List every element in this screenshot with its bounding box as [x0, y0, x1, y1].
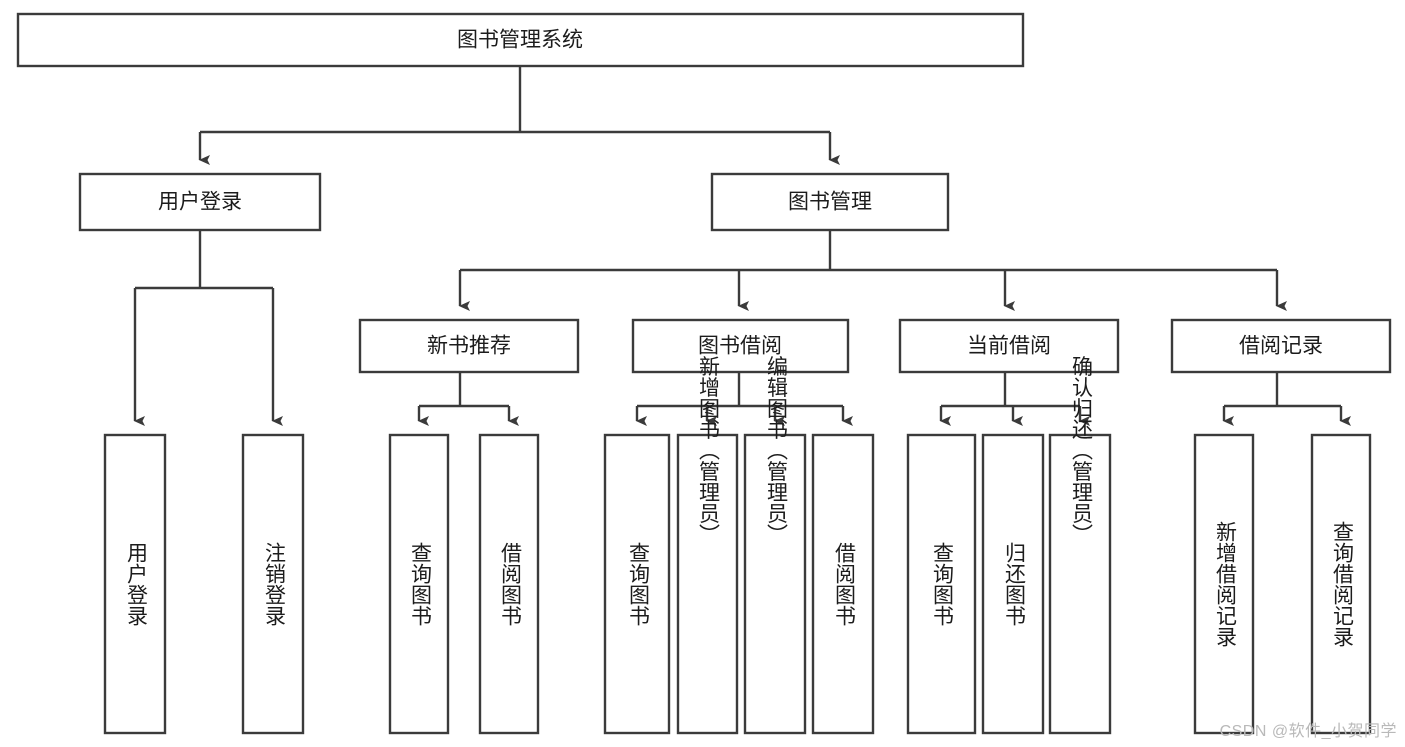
node-leaf-query-book-1-box[interactable]	[388, 433, 450, 735]
node-leaf-edit-book-label: 编辑图书（管理员）	[764, 356, 788, 545]
node-root-label: 图书管理系统	[457, 29, 583, 52]
node-leaf-return-book-label: 归还图书	[1002, 542, 1026, 626]
node-root-box[interactable]	[16, 12, 1025, 68]
node-leaf-confirm-return-label: 确认归还（管理员）	[1069, 356, 1093, 545]
node-book-manage-box[interactable]	[710, 172, 950, 232]
node-leaf-logout-box[interactable]	[241, 433, 305, 735]
node-book-borrow[interactable]: 图书借阅	[631, 318, 850, 374]
node-leaf-return-book[interactable]: 归还图书	[981, 433, 1045, 735]
node-book-borrow-box[interactable]	[631, 318, 850, 374]
node-leaf-borrow-book-1-box[interactable]	[478, 433, 540, 735]
node-leaf-query-book-2[interactable]: 查询图书	[603, 433, 671, 735]
node-leaf-add-record-box[interactable]	[1193, 433, 1255, 735]
node-new-book-rec-label: 新书推荐	[427, 335, 511, 358]
node-leaf-edit-book-box[interactable]	[743, 433, 807, 735]
node-new-book-rec-box[interactable]	[358, 318, 580, 374]
node-book-manage-label: 图书管理	[788, 191, 872, 214]
node-user-login[interactable]: 用户登录	[78, 172, 322, 232]
node-leaf-query-book-3-box[interactable]	[906, 433, 977, 735]
node-leaf-query-book-3[interactable]: 查询图书	[906, 433, 977, 735]
node-leaf-borrow-book-1[interactable]: 借阅图书	[478, 433, 540, 735]
node-leaf-add-book[interactable]: 新增图书（管理员）	[676, 356, 739, 735]
node-leaf-add-record[interactable]: 新增借阅记录	[1193, 433, 1255, 735]
node-leaf-logout[interactable]: 注销登录	[241, 433, 305, 735]
node-user-login-label: 用户登录	[158, 191, 242, 214]
node-leaf-add-book-label: 新增图书（管理员）	[696, 356, 720, 545]
connector-layer	[133, 66, 1351, 427]
node-new-book-rec[interactable]: 新书推荐	[358, 318, 580, 374]
node-user-login-box[interactable]	[78, 172, 322, 232]
node-leaf-confirm-return[interactable]: 确认归还（管理员）	[1048, 356, 1112, 735]
csdn-watermark: CSDN @软件_小贺同学	[1219, 723, 1397, 740]
node-leaf-query-record[interactable]: 查询借阅记录	[1310, 433, 1372, 735]
node-root[interactable]: 图书管理系统	[16, 12, 1025, 68]
node-leaf-confirm-return-box[interactable]	[1048, 433, 1112, 735]
node-current-borrow-label: 当前借阅	[967, 335, 1051, 358]
node-leaf-borrow-book-2-box[interactable]	[811, 433, 875, 735]
node-current-borrow[interactable]: 当前借阅	[898, 318, 1120, 374]
node-borrow-record[interactable]: 借阅记录	[1170, 318, 1392, 374]
node-leaf-borrow-book-1-label: 借阅图书	[498, 542, 522, 626]
node-leaf-edit-book[interactable]: 编辑图书（管理员）	[743, 356, 807, 735]
node-book-manage[interactable]: 图书管理	[710, 172, 950, 232]
node-leaf-user-login-label: 用户登录	[124, 542, 148, 626]
node-leaf-user-login[interactable]: 用户登录	[103, 433, 167, 735]
node-leaf-borrow-book-2[interactable]: 借阅图书	[811, 433, 875, 735]
node-leaf-return-book-box[interactable]	[981, 433, 1045, 735]
node-leaf-query-book-2-label: 查询图书	[626, 542, 650, 626]
node-leaf-query-record-box[interactable]	[1310, 433, 1372, 735]
node-leaf-add-record-label: 新增借阅记录	[1213, 521, 1237, 647]
node-current-borrow-box[interactable]	[898, 318, 1120, 374]
node-leaf-query-book-1-label: 查询图书	[408, 542, 432, 626]
node-leaf-query-book-3-label: 查询图书	[930, 542, 954, 626]
node-leaf-borrow-book-2-label: 借阅图书	[832, 542, 856, 626]
node-leaf-query-book-1[interactable]: 查询图书	[388, 433, 450, 735]
node-borrow-record-box[interactable]	[1170, 318, 1392, 374]
node-leaf-query-book-2-box[interactable]	[603, 433, 671, 735]
node-book-borrow-label: 图书借阅	[698, 335, 782, 358]
node-leaf-add-book-box[interactable]	[676, 433, 739, 735]
node-leaf-logout-label: 注销登录	[262, 542, 286, 626]
node-borrow-record-label: 借阅记录	[1239, 335, 1323, 358]
node-leaf-query-record-label: 查询借阅记录	[1330, 521, 1354, 647]
node-leaf-user-login-box[interactable]	[103, 433, 167, 735]
